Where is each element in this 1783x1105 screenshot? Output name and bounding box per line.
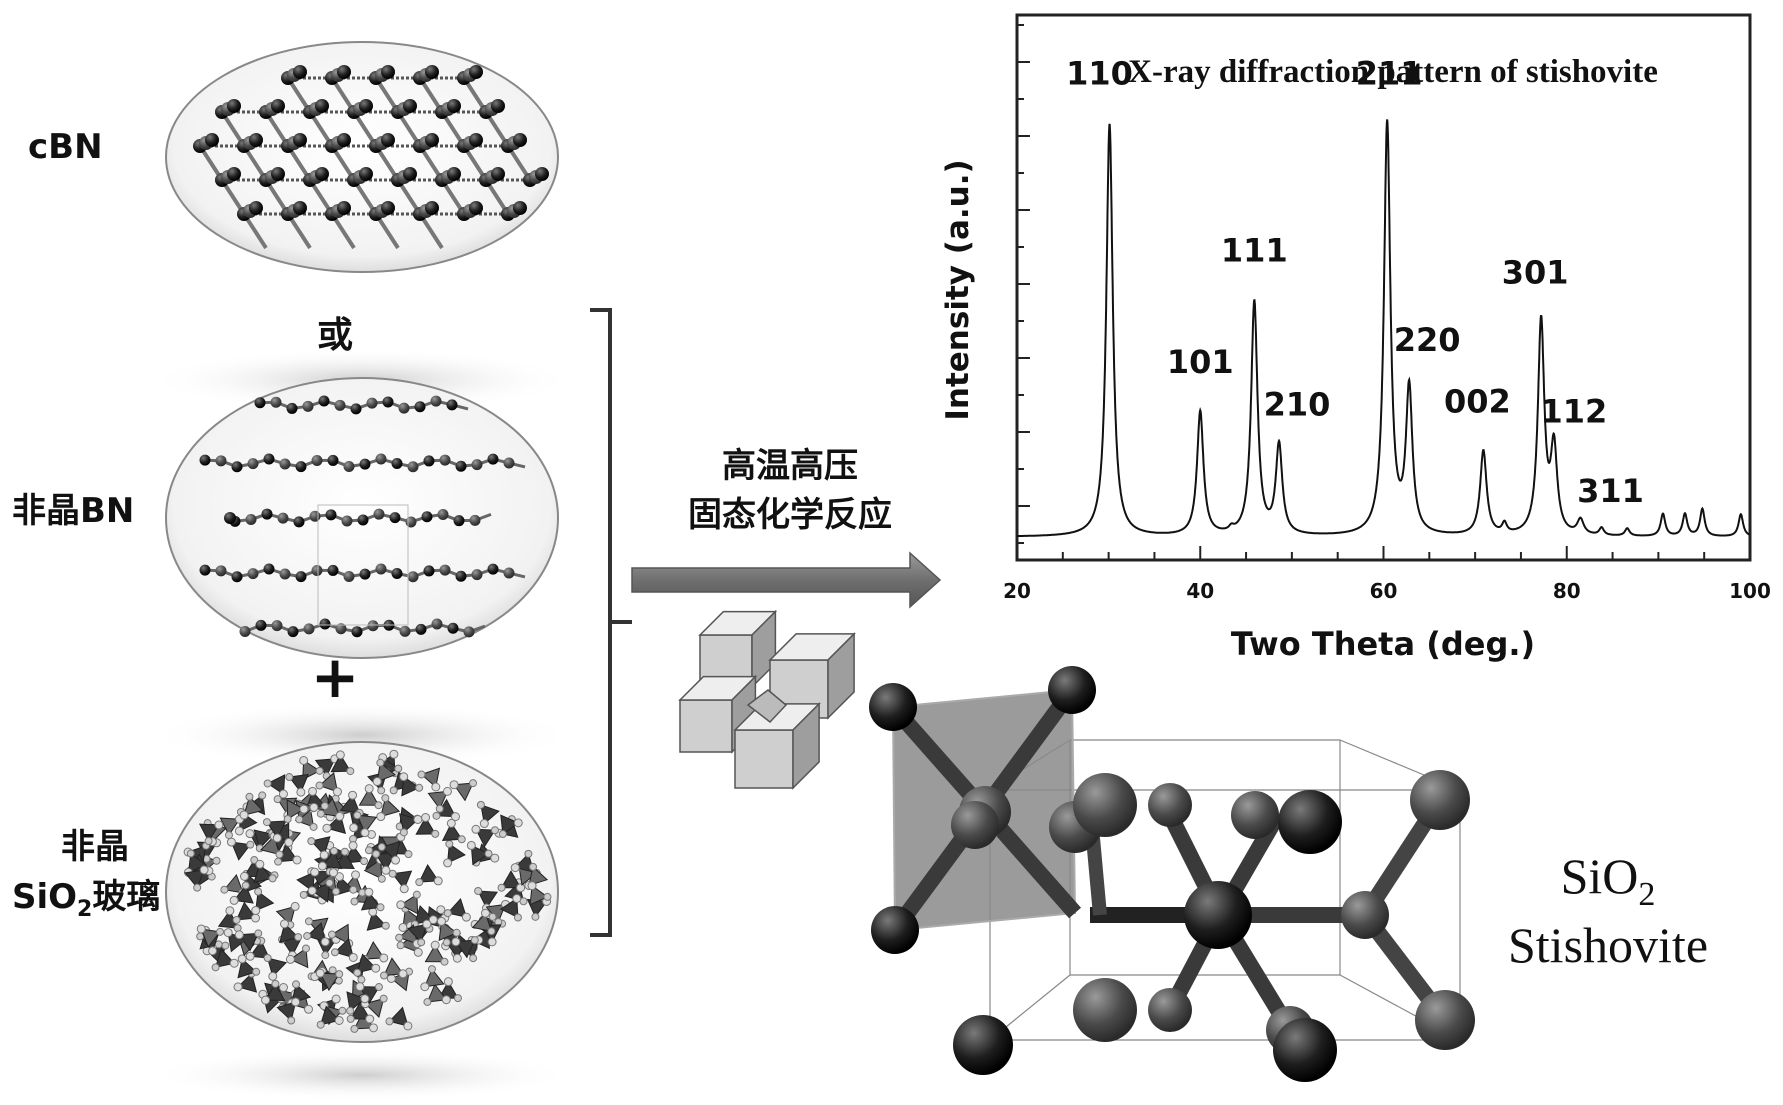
layered-bn-image: [199, 395, 526, 638]
xrd-pattern-line: [1017, 119, 1751, 538]
peak-label-110: 110: [1066, 54, 1133, 92]
peak-label-111: 111: [1221, 231, 1288, 269]
chart-title: X-ray diffraction pattern of stishovite: [1128, 54, 1658, 90]
y-axis-label: Intensity (a.u.): [940, 159, 976, 420]
stishovite-structure-image: [869, 666, 1475, 1082]
x-tick-label: 80: [1553, 579, 1581, 603]
reaction-arrow: [631, 551, 942, 609]
amorphous-sio2-ellipse: [165, 741, 559, 1043]
peak-labels: 110 101 111 210 211 220 002 301 112 311: [1066, 54, 1644, 510]
left-panel: cBN 或 非晶BN + 非晶 SiO2玻璃: [12, 41, 577, 1101]
peak-label-210: 210: [1264, 386, 1331, 424]
amorphous-bn-label: 非晶BN: [12, 491, 134, 531]
cbn-ellipse: [165, 41, 559, 273]
plus-label: +: [311, 643, 360, 711]
peak-label-101: 101: [1167, 343, 1234, 381]
peak-label-112: 112: [1541, 393, 1608, 431]
shadow-3: [147, 1049, 577, 1101]
xrd-chart: X-ray diffraction pattern of stishovite …: [940, 13, 1771, 663]
peak-label-002: 002: [1444, 383, 1511, 421]
x-axis-label: Two Theta (deg.): [1231, 625, 1535, 663]
reaction-line1: 高温高压: [722, 446, 858, 486]
structure-mineral-name: Stishovite: [1508, 917, 1708, 973]
amorphous-bn-ellipse: [165, 377, 559, 659]
peak-label-301: 301: [1502, 253, 1569, 291]
bracket: [590, 308, 632, 937]
x-tick-label: 20: [1003, 579, 1031, 603]
x-tick-label: 100: [1729, 579, 1771, 603]
cube-cluster-icon: [678, 609, 856, 790]
x-ticks: [1016, 546, 1751, 560]
amorphous-sio2-line2: SiO2玻璃: [12, 877, 160, 922]
structure-formula: SiO2: [1561, 848, 1656, 913]
reaction-line2: 固态化学反应: [688, 495, 892, 535]
amorphous-sio2-line1: 非晶: [61, 827, 129, 867]
shadow-2: [147, 703, 577, 767]
x-tick-label: 40: [1186, 579, 1214, 603]
y-ticks: [1017, 24, 1030, 544]
peak-label-311: 311: [1577, 472, 1644, 510]
cbn-lattice-image: [193, 65, 549, 250]
x-tick-labels: 20 40 60 80 100: [1003, 579, 1771, 603]
glass-network-image: [183, 749, 552, 1033]
x-tick-label: 60: [1370, 579, 1398, 603]
peak-label-211: 211: [1356, 54, 1423, 92]
cbn-label: cBN: [28, 127, 103, 167]
peak-label-220: 220: [1394, 321, 1461, 359]
